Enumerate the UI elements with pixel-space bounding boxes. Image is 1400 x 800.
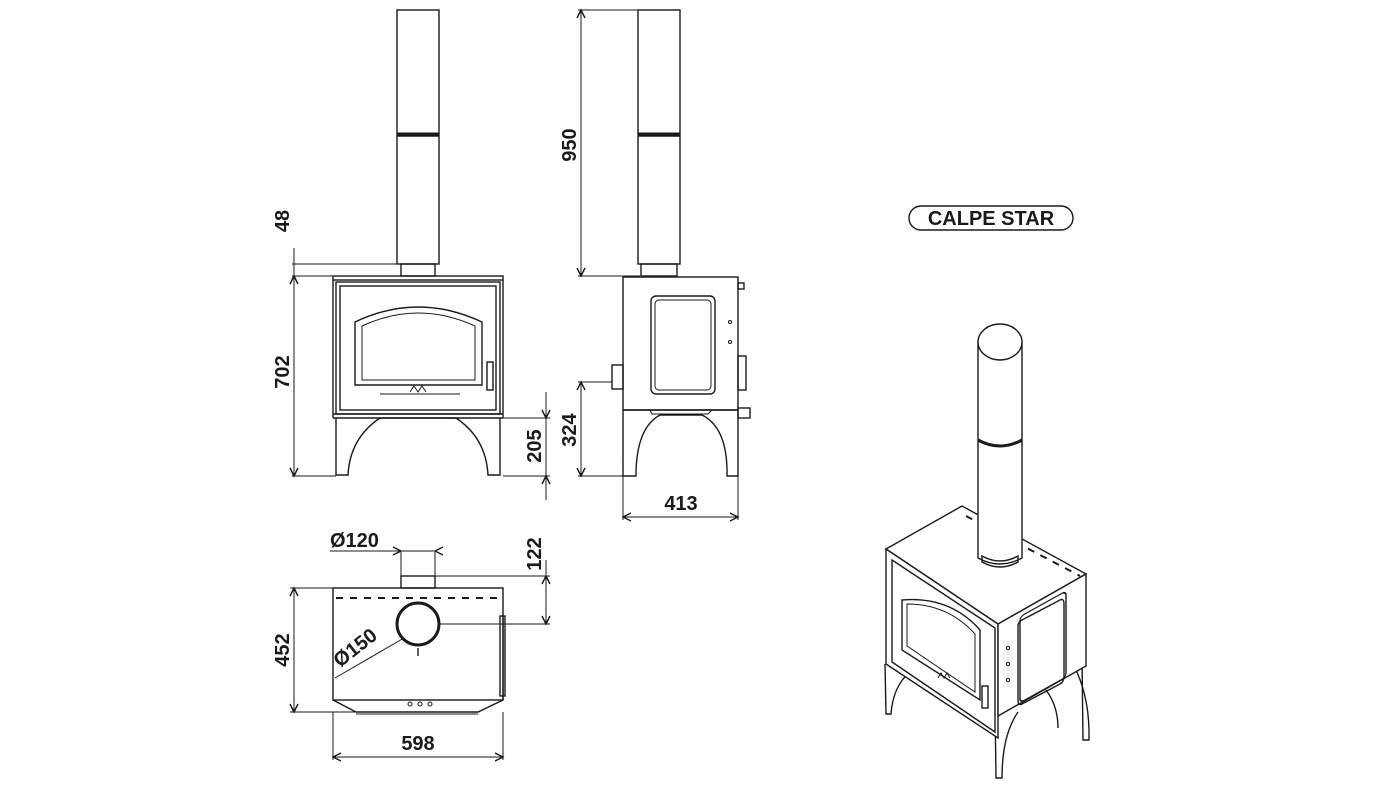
model-name-label: CALPE STAR: [928, 208, 1055, 230]
model-name-badge: CALPE STAR: [908, 205, 1074, 231]
dim-leg-height-label: 205: [524, 429, 546, 462]
dim-width-label: 598: [401, 733, 434, 755]
dim-rear-flue-diameter-label: Ø120: [330, 530, 379, 552]
dim-top-gap-label: 48: [272, 210, 294, 232]
front-door-glass: [354, 306, 483, 386]
dim-rear-offset-label: 122: [524, 537, 546, 570]
front-dimensions: [289, 248, 551, 500]
perspective-flue-pipe: [977, 341, 1023, 565]
side-legs: [622, 410, 739, 477]
side-dimensions: [576, 8, 740, 522]
side-flue-pipe: [637, 9, 681, 265]
dim-top-depth-label: 452: [272, 633, 294, 666]
front-right-leg: [455, 417, 501, 476]
top-dimensions: [289, 546, 551, 762]
dim-rear-outlet-height-label: 324: [559, 412, 581, 446]
front-flue-pipe: [396, 9, 440, 265]
brand-logo-icon: [937, 672, 951, 679]
stove-front-view: [332, 9, 504, 476]
dim-height-label: 702: [272, 355, 294, 388]
front-left-leg: [335, 417, 381, 476]
stove-side-view: [611, 9, 751, 477]
dim-flue-length-label: 950: [559, 128, 581, 161]
perspective-front: [885, 547, 999, 740]
top-rear-flue: [400, 575, 436, 589]
stove-perspective-view: [884, 323, 1090, 779]
dim-side-depth-label: 413: [664, 493, 697, 515]
stove-top-view: [332, 575, 550, 715]
side-window: [650, 295, 716, 395]
brand-logo-icon: [380, 385, 460, 395]
dim-top-flue-diameter-label: Ø150: [330, 624, 382, 671]
